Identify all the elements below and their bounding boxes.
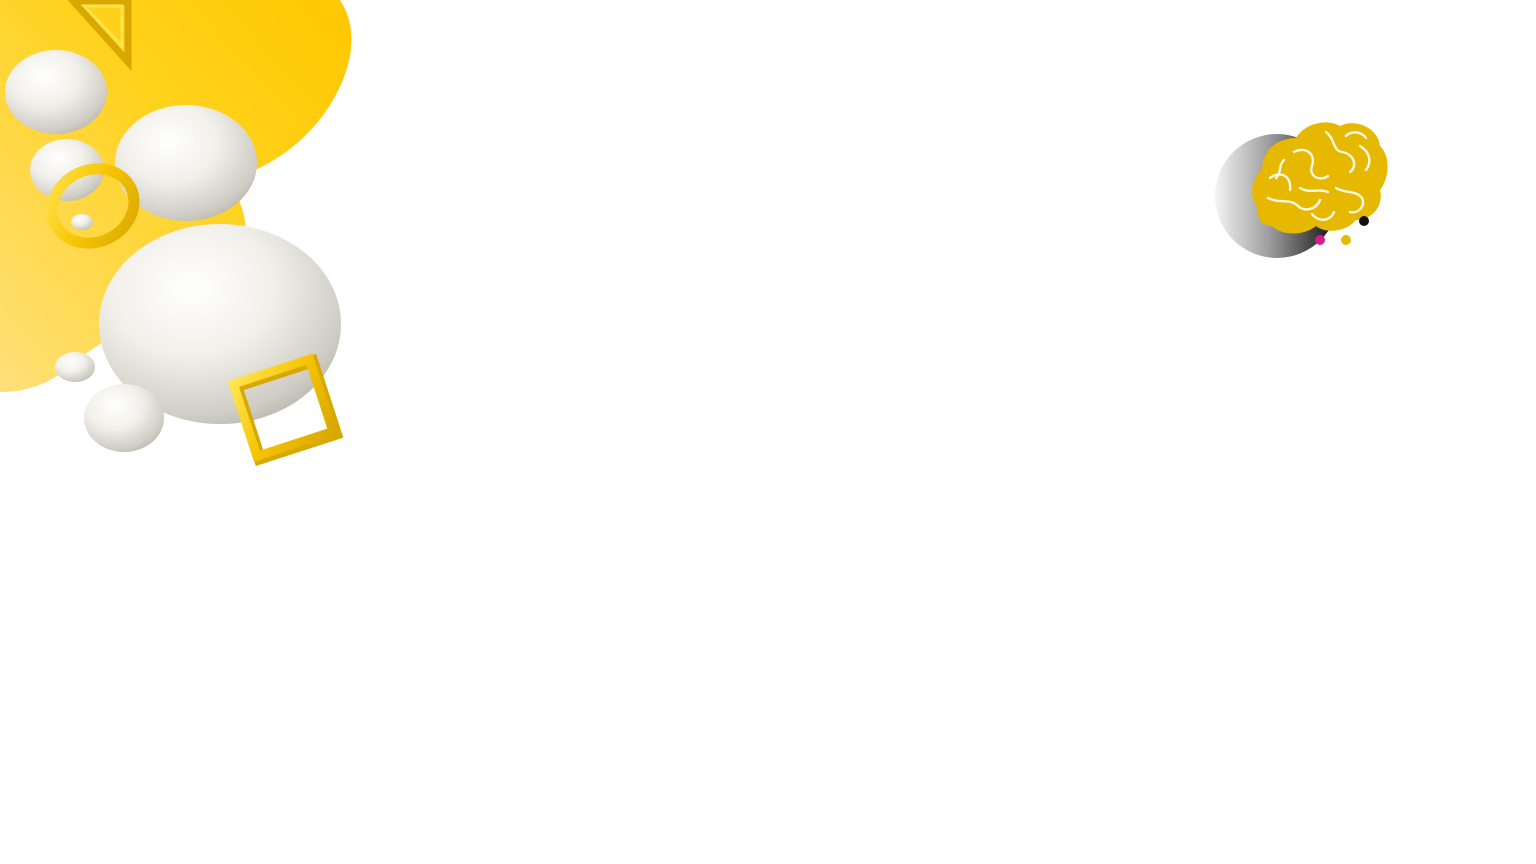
gold-square-frame <box>227 353 344 467</box>
white-sphere <box>55 352 95 382</box>
gold-ring <box>46 163 140 249</box>
white-sphere <box>71 214 93 230</box>
white-sphere <box>84 384 164 452</box>
white-sphere <box>5 50 107 134</box>
gold-dot <box>1341 235 1351 245</box>
white-sphere <box>115 105 257 221</box>
black-dot <box>1359 216 1369 226</box>
brain-logo <box>1215 122 1388 258</box>
magenta-dot <box>1315 235 1325 245</box>
brain-icon <box>1252 122 1388 234</box>
gold-triangle-frame <box>67 0 132 72</box>
white-sphere <box>30 139 104 201</box>
